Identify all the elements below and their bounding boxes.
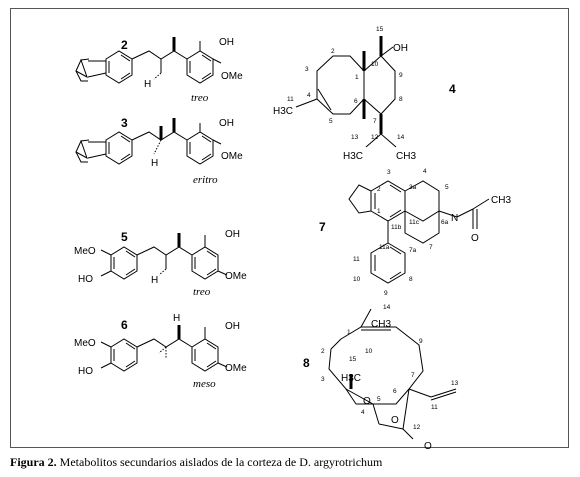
- compound-8-ch3-label: CH3: [371, 319, 391, 330]
- compound-8-locant-6: 6: [393, 388, 397, 395]
- compound-8-locant-15: 15: [349, 356, 357, 363]
- compound-5-number: 5: [121, 230, 128, 244]
- compound-7-ch3-label: CH3: [491, 195, 511, 206]
- compound-8-lactone-o-label: O: [391, 415, 399, 426]
- compound-8-number: 8: [303, 356, 310, 370]
- compound-4-locant-5: 5: [329, 118, 333, 125]
- compound-2-ome-label: OMe: [221, 71, 243, 82]
- compound-5-ome-label: OMe: [225, 271, 247, 282]
- compound-8-locant-13: 13: [451, 380, 459, 387]
- compound-6-ome-label: OMe: [225, 363, 247, 374]
- compound-3-stereo: eritro: [193, 174, 218, 186]
- compound-7-number: 7: [319, 220, 326, 234]
- compound-8-locant-3: 3: [321, 376, 325, 383]
- compound-4-locant-11: 11: [287, 96, 294, 103]
- compound-7-locant-5: 5: [445, 184, 449, 191]
- compound-8-locant-1: 1: [347, 329, 351, 336]
- compound-2-oh-label: OH: [219, 37, 234, 48]
- compound-8-locant-12: 12: [413, 424, 421, 431]
- compound-4-number: 4: [449, 82, 456, 96]
- figure-panel: 2 OH OMe H treo 3 OH OMe H eritro 5 MeO …: [10, 8, 569, 449]
- structures-drawing: 2 OH OMe H treo 3 OH OMe H eritro 5 MeO …: [74, 26, 511, 449]
- compound-4-locant-14: 14: [397, 134, 405, 141]
- compound-7-locant-7: 7: [429, 244, 433, 251]
- compound-7-locant-11b: 11b: [391, 224, 402, 231]
- compound-4-locant-2: 2: [331, 48, 335, 55]
- compound-4-oh-label: OH: [393, 43, 408, 54]
- compound-8-h3c-label: H3C: [341, 373, 361, 384]
- compound-3-h-label: H: [151, 158, 158, 169]
- compound-7-locant-9: 9: [384, 290, 388, 297]
- compound-5-oh-label: OH: [225, 229, 240, 240]
- compound-6-number: 6: [121, 318, 128, 332]
- compound-5-structure: [100, 233, 228, 280]
- compound-4-ch3-label: CH3: [396, 151, 416, 162]
- compound-4-structure: [295, 36, 397, 148]
- compound-6-stereo: meso: [193, 378, 216, 390]
- compound-2-number: 2: [121, 38, 128, 52]
- compound-8-locant-5: 5: [377, 396, 381, 403]
- compound-8-locant-2: 2: [321, 348, 325, 355]
- compound-4-locant-4: 4: [307, 92, 311, 99]
- compound-3-structure: [75, 118, 222, 165]
- compound-2-stereo: treo: [191, 92, 209, 104]
- compound-7-locant-3a: 3a: [409, 184, 417, 191]
- compound-7-locant-10: 10: [353, 276, 361, 283]
- compound-4-locant-7: 7: [373, 118, 377, 125]
- compound-8-structure: [328, 308, 457, 440]
- compound-7-locant-1: 1: [377, 208, 381, 215]
- caption-text: Metabolitos secundarios aislados de la c…: [59, 455, 383, 469]
- compound-4-locant-15: 15: [376, 26, 384, 33]
- compound-4-locant-6: 6: [354, 98, 358, 105]
- compound-6-structure: [100, 325, 228, 372]
- compound-7-structure: [348, 180, 490, 284]
- compound-7-o-label: O: [471, 233, 479, 244]
- compound-8-locant-14: 14: [383, 304, 391, 311]
- compound-6-oh-label: OH: [225, 321, 240, 332]
- compound-5-ho-label: HO: [78, 274, 93, 285]
- compound-8-epoxide-o-label: O: [363, 396, 371, 407]
- compound-4-h3c2-label: H3C: [343, 151, 363, 162]
- compound-3-number: 3: [121, 116, 128, 130]
- compound-5-h-label: H: [151, 275, 158, 286]
- compound-7-locant-11c: 11c: [409, 219, 420, 226]
- compound-4-locant-9: 9: [399, 72, 403, 79]
- compound-4-locant-13: 13: [351, 134, 359, 141]
- figure-caption: Figura 2. Metabolitos secundarios aislad…: [10, 455, 382, 470]
- compound-4-locant-12: 12: [371, 134, 379, 141]
- compound-6-h-label: H: [173, 313, 180, 324]
- compound-8-locant-10: 10: [365, 348, 373, 355]
- compound-5-stereo: treo: [193, 286, 211, 298]
- compound-4-locant-10: 10: [371, 61, 379, 68]
- compound-5-meo-label: MeO: [74, 246, 96, 257]
- compound-7-locant-2: 2: [377, 186, 381, 193]
- compound-7-locant-7a: 7a: [409, 247, 417, 254]
- compound-8-locant-9: 9: [419, 338, 423, 345]
- compound-7-locant-8: 8: [409, 276, 413, 283]
- compound-8-carbonyl-o-label: O: [424, 441, 432, 449]
- compound-8-locant-4: 4: [361, 409, 365, 416]
- compound-7-locant-4: 4: [423, 168, 427, 175]
- compound-8-locant-7: 7: [411, 372, 415, 379]
- compound-3-ome-label: OMe: [221, 151, 243, 162]
- compound-4-h3c-label: H3C: [273, 106, 293, 117]
- compound-2-h-label: H: [144, 79, 151, 90]
- compound-7-locant-6a: 6a: [441, 219, 449, 226]
- compound-6-ho-label: HO: [78, 366, 93, 377]
- compound-2-structure: [75, 37, 222, 84]
- compound-8-locant-11: 11: [431, 404, 438, 411]
- compound-4-locant-3: 3: [305, 66, 309, 73]
- compound-3-oh-label: OH: [219, 118, 234, 129]
- compound-7-locant-11: 11: [353, 256, 360, 263]
- compound-7-locant-3: 3: [387, 169, 391, 176]
- compound-7-n-label: N: [451, 213, 458, 224]
- caption-label: Figura 2.: [10, 455, 57, 469]
- compound-6-meo-label: MeO: [74, 338, 96, 349]
- compound-7-locant-11a: 11a: [379, 244, 390, 251]
- compound-4-locant-8: 8: [399, 96, 403, 103]
- compound-4-locant-1: 1: [355, 74, 359, 81]
